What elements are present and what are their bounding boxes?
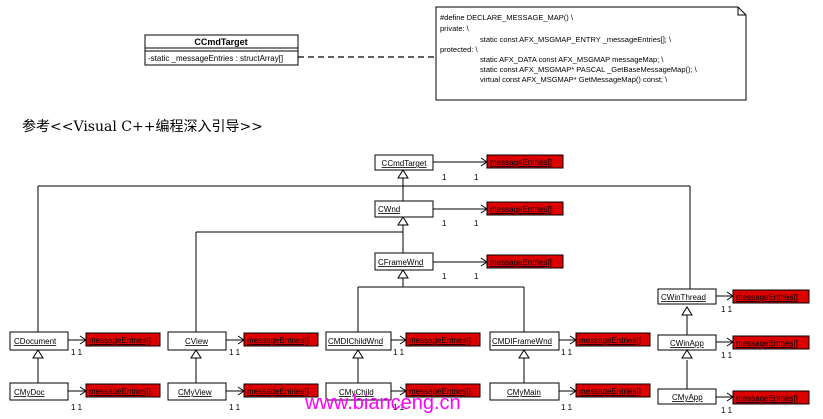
member-box-cwinapp: messageEntries[] [732,335,810,350]
member-box-cmymain: messageEntries[] [575,383,651,398]
mult-cwinapp: 1 1 [721,351,733,360]
top-class-attribute: -static _messageEntries : structArray[] [148,54,283,63]
member-box-ccmdtarget: messageEntries[] [486,154,564,169]
member-label-cmdiframewnd: messageEntries[] [579,336,641,345]
member-label-cmydoc: messageEntries[] [89,387,151,396]
inheritance-arrowheads [32,169,693,359]
class-cwinthread-label: CWinThread [661,293,706,302]
mult-cview: 1 1 [229,348,241,357]
mult-ccmdtarget-dst: 1 [474,173,479,182]
member-box-cframewnd: messageEntries[] [486,254,564,269]
mult-ccmdtarget-src: 1 [442,173,447,182]
class-cmdichildwnd: CMDIChildWnd [325,331,392,351]
member-boxes: messageEntries[] messageEntries[] messag… [85,154,810,405]
mult-cmdichildwnd: 1 1 [393,348,405,357]
member-label-cmyapp: messageEntries[] [736,394,798,403]
class-cmyview-label: CMyView [178,388,212,397]
mult-cmyview: 1 1 [229,403,241,412]
class-cmychild-label: CMyChild [339,388,374,397]
member-box-cmychild: messageEntries[] [405,383,481,398]
mult-cframewnd-src: 1 [442,272,447,281]
member-label-cmdichildwnd: messageEntries[] [409,336,471,345]
mult-cmymain: 1 1 [561,403,573,412]
member-label-cwinthread: messageEntries[] [736,293,798,302]
member-label-cmychild: messageEntries[] [409,387,471,396]
multiplicities: 1 1 1 1 1 1 1 1 1 1 1 1 1 1 1 1 1 1 1 1 … [71,173,733,415]
member-label-cdocument: messageEntries[] [89,336,151,345]
member-box-cmyapp: messageEntries[] [732,390,810,405]
class-cframewnd: CFrameWnd [374,252,434,271]
note-line-7: virtual const AFX_MSGMAP* GetMessageMap(… [480,75,668,84]
member-box-cview: messageEntries[] [243,332,319,347]
member-box-cwnd: messageEntries[] [486,201,564,216]
class-cdocument-label: CDocument [14,337,57,346]
note-box: #define DECLARE_MESSAGE_MAP() \ private:… [435,6,747,101]
reference-title: 参考<<Visual C++编程深入引导>> [22,118,263,135]
class-cmdiframewnd-label: CMDIFrameWnd [492,337,552,346]
class-cdocument: CDocument [9,331,69,351]
class-cwnd: CWnd [374,200,434,218]
class-cwnd-label: CWnd [378,205,400,214]
class-cview: CView [167,331,227,351]
class-cmyapp: CMyApp [657,388,717,405]
note-line-1: #define DECLARE_MESSAGE_MAP() \ [440,13,574,22]
class-cmymain-label: CMyMain [507,388,541,397]
note-line-2: private: \ [440,24,470,33]
top-class-box: CCmdTarget -static _messageEntries : str… [144,34,299,66]
watermark: www.bianceng.cn [304,392,461,414]
member-label-cmymain: messageEntries[] [579,387,641,396]
class-cmydoc-label: CMyDoc [14,388,45,397]
member-label-cwinapp: messageEntries[] [736,339,798,348]
member-box-cdocument: messageEntries[] [85,332,161,347]
mult-cmychild: 1 1 [393,403,405,412]
arrowheads [79,157,734,402]
member-box-cmydoc: messageEntries[] [85,383,161,398]
mult-cdocument: 1 1 [71,348,83,357]
member-label-cview: messageEntries[] [247,336,309,345]
member-box-cmdichildwnd: messageEntries[] [405,332,481,347]
mult-cmyapp: 1 1 [721,406,733,415]
class-cmdichildwnd-label: CMDIChildWnd [328,337,383,346]
class-cmyapp-label: CMyApp [672,393,703,402]
class-ccmdtarget-label: CCmdTarget [382,159,428,168]
member-box-cmdiframewnd: messageEntries[] [575,332,651,347]
class-cwinthread: CWinThread [657,288,717,305]
class-cwinapp-label: CWinApp [670,339,704,348]
class-ccmdtarget: CCmdTarget [374,154,434,171]
note-line-5: static AFX_DATA const AFX_MSGMAP message… [480,55,664,64]
note-line-6: static const AFX_MSGMAP* PASCAL _GetBase… [480,65,698,74]
member-label-cwnd: messageEntries[] [490,205,552,214]
member-box-cwinthread: messageEntries[] [732,289,810,304]
associations [68,161,732,398]
inheritance-lines [37,178,691,389]
class-cmymain: CMyMain [489,382,560,401]
mult-cframewnd-dst: 1 [474,272,479,281]
mult-cwnd-dst: 1 [474,219,479,228]
note-line-4: protected: \ [440,45,478,54]
class-cview-label: CView [185,337,208,346]
mult-cmydoc: 1 1 [71,403,83,412]
member-label-ccmdtarget: messageEntries[] [490,158,552,167]
class-cmyview: CMyView [167,382,227,401]
top-class-name: CCmdTarget [194,37,247,47]
member-label-cframewnd: messageEntries[] [490,258,552,267]
mult-cwinthread: 1 1 [721,305,733,314]
note-line-3: static const AFX_MSGMAP_ENTRY _messageEn… [480,35,672,44]
class-cmydoc: CMyDoc [9,382,69,401]
mult-cwnd-src: 1 [442,219,447,228]
class-cwinapp: CWinApp [657,334,717,351]
class-cframewnd-label: CFrameWnd [378,258,423,267]
member-label-cmyview: messageEntries[] [247,387,309,396]
class-cmdiframewnd: CMDIFrameWnd [489,331,560,351]
mult-cmdiframewnd: 1 1 [561,348,573,357]
member-box-cmyview: messageEntries[] [243,383,319,398]
